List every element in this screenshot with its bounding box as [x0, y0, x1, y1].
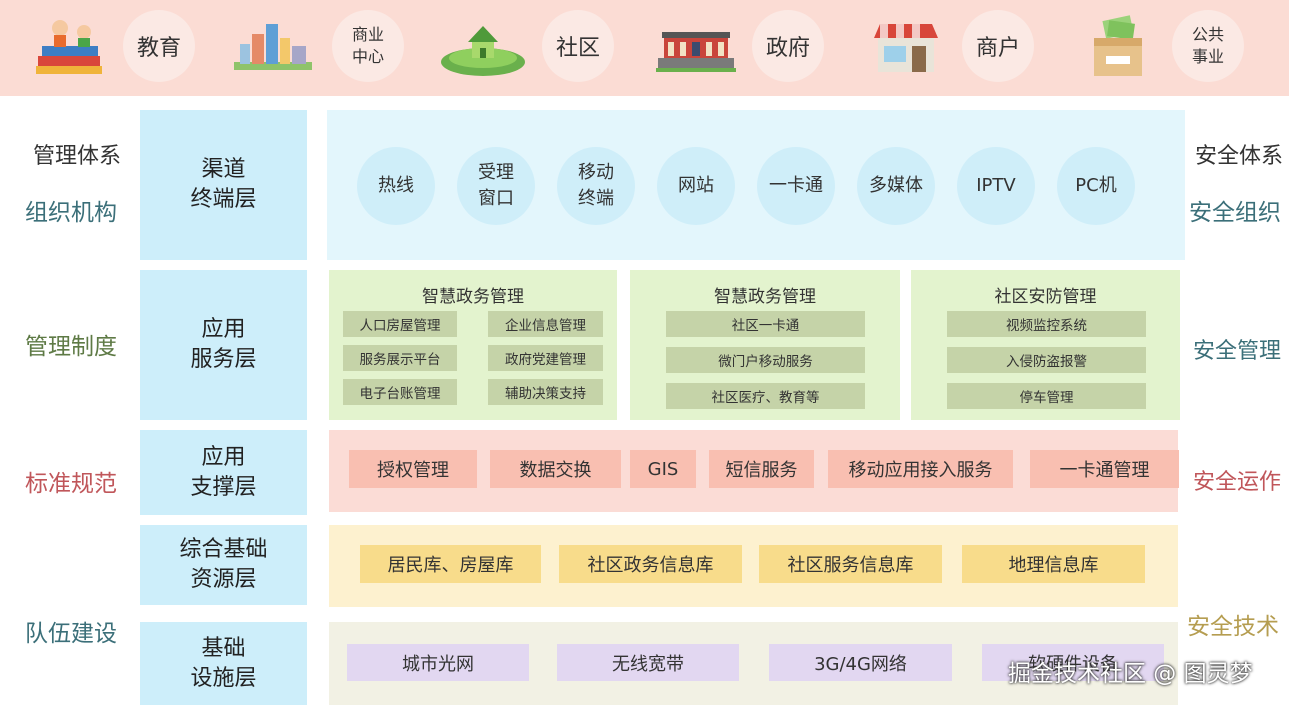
app-panel-gov-2: 智慧政务管理 社区一卡通 微门户移动服务 社区医疗、教育等 — [630, 270, 900, 420]
app-item[interactable]: 微门户移动服务 — [666, 347, 865, 373]
app-item[interactable]: 辅助决策支持 — [488, 379, 603, 405]
layer-label-app-support: 应用 支撑层 — [140, 430, 307, 515]
top-item-label: 政府 — [765, 36, 810, 61]
top-item-community[interactable]: 社区 — [542, 10, 614, 82]
resource-item[interactable]: 居民库、房屋库 — [360, 545, 541, 583]
channel-item-multimedia[interactable]: 多媒体 — [857, 147, 935, 225]
top-item-public-utility[interactable]: 公共 事业 — [1172, 10, 1244, 82]
support-item[interactable]: GIS — [630, 450, 696, 488]
app-panel-security: 社区安防管理 视频监控系统 入侵防盗报警 停车管理 — [911, 270, 1180, 420]
app-panel-title: 智慧政务管理 — [422, 287, 524, 307]
resource-item[interactable]: 地理信息库 — [962, 545, 1145, 583]
app-item[interactable]: 社区一卡通 — [666, 311, 865, 337]
support-item[interactable]: 授权管理 — [349, 450, 477, 488]
right-label-security-ops: 安全运作 — [1193, 470, 1282, 495]
support-item[interactable]: 短信服务 — [709, 450, 814, 488]
top-item-government[interactable]: 政府 — [752, 10, 824, 82]
right-label-security-system: 安全体系 — [1195, 144, 1284, 169]
left-label-team: 队伍建设 — [25, 621, 117, 647]
storefront-icon — [874, 24, 938, 72]
app-item[interactable]: 视频监控系统 — [947, 311, 1146, 337]
channel-item-pc[interactable]: PC机 — [1057, 147, 1135, 225]
green-hill-house-icon — [441, 26, 525, 76]
right-label-security-org: 安全组织 — [1189, 200, 1281, 226]
app-panel-gov-1: 智慧政务管理 人口房屋管理 企业信息管理 服务展示平台 政府党建管理 电子台账管… — [329, 270, 617, 420]
support-item[interactable]: 一卡通管理 — [1030, 450, 1179, 488]
left-label-standards: 标准规范 — [25, 471, 117, 497]
channel-item-one-card[interactable]: 一卡通 — [757, 147, 835, 225]
channel-item-mobile-terminal[interactable]: 移动 终端 — [557, 147, 635, 225]
support-item[interactable]: 移动应用接入服务 — [828, 450, 1013, 488]
top-item-commercial-center[interactable]: 商业 中心 — [332, 10, 404, 82]
infra-item[interactable]: 软硬件设备 — [982, 644, 1164, 681]
resource-item[interactable]: 社区服务信息库 — [759, 545, 942, 583]
support-item[interactable]: 数据交换 — [490, 450, 621, 488]
layer-label-channel: 渠道 终端层 — [140, 110, 307, 260]
channel-item-hotline[interactable]: 热线 — [357, 147, 435, 225]
app-panel-title: 社区安防管理 — [994, 287, 1097, 307]
left-label-mgmt-system: 管理体系 — [33, 144, 122, 169]
app-panel-title: 智慧政务管理 — [714, 287, 816, 307]
top-item-label: 教育 — [136, 36, 181, 61]
books-kids-icon — [36, 20, 102, 74]
layer-label-resource: 综合基础 资源层 — [140, 525, 307, 605]
layer-label-infrastructure: 基础 设施层 — [140, 622, 307, 705]
top-item-label: 公共 事业 — [1191, 25, 1224, 66]
top-item-merchant[interactable]: 商户 — [962, 10, 1034, 82]
channel-item-service-window[interactable]: 受理 窗口 — [457, 147, 535, 225]
app-item[interactable]: 停车管理 — [947, 383, 1146, 409]
app-item[interactable]: 入侵防盗报警 — [947, 347, 1146, 373]
top-item-label: 商户 — [975, 36, 1020, 61]
government-building-icon — [656, 32, 736, 72]
top-banner — [0, 0, 1289, 96]
channel-item-website[interactable]: 网站 — [657, 147, 735, 225]
infra-item[interactable]: 无线宽带 — [557, 644, 739, 681]
top-item-education[interactable]: 教育 — [123, 10, 195, 82]
left-label-rules: 管理制度 — [25, 334, 117, 360]
app-item[interactable]: 社区医疗、教育等 — [666, 383, 865, 409]
resource-item[interactable]: 社区政务信息库 — [559, 545, 742, 583]
top-item-label: 社区 — [555, 36, 600, 61]
app-item[interactable]: 企业信息管理 — [488, 311, 603, 337]
right-label-security-mgmt: 安全管理 — [1193, 339, 1282, 364]
infra-item[interactable]: 城市光网 — [347, 644, 529, 681]
city-buildings-icon — [234, 24, 312, 70]
app-item[interactable]: 电子台账管理 — [343, 379, 457, 405]
app-item[interactable]: 政府党建管理 — [488, 345, 603, 371]
right-label-security-tech: 安全技术 — [1187, 614, 1279, 640]
left-label-org: 组织机构 — [25, 200, 117, 226]
layer-label-app-service: 应用 服务层 — [140, 270, 307, 420]
watermark: 掘金技术社区 @ 图灵梦 — [1008, 661, 1253, 687]
app-item[interactable]: 服务展示平台 — [343, 345, 457, 371]
channel-item-iptv[interactable]: IPTV — [957, 147, 1035, 225]
app-item[interactable]: 人口房屋管理 — [343, 311, 457, 337]
top-item-label: 商业 中心 — [351, 25, 384, 66]
infra-item[interactable]: 3G/4G网络 — [769, 644, 952, 681]
money-box-icon — [1094, 15, 1142, 76]
